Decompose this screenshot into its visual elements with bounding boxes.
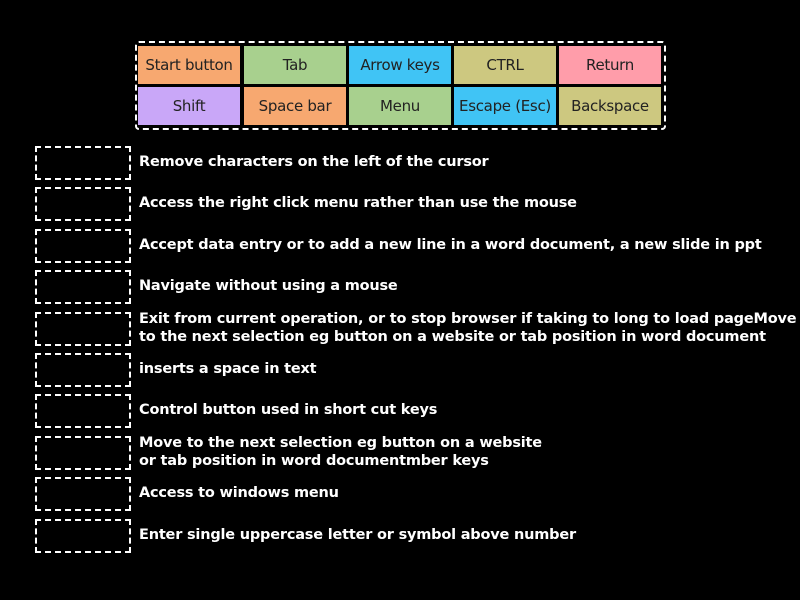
- answer-tile[interactable]: CTRL: [454, 46, 556, 84]
- answer-tile[interactable]: Backspace: [559, 87, 661, 125]
- drop-zone[interactable]: [35, 270, 131, 304]
- drop-zone[interactable]: [35, 229, 131, 263]
- drop-zone[interactable]: [35, 312, 131, 346]
- tile-tray: [135, 41, 666, 130]
- answer-tile[interactable]: Tab: [244, 46, 346, 84]
- answer-tile[interactable]: Menu: [349, 87, 451, 125]
- description-text: Navigate without using a mouse: [139, 278, 398, 294]
- description-text: Access to windows menu: [139, 485, 339, 501]
- answer-tile[interactable]: Start button: [138, 46, 240, 84]
- drop-zone[interactable]: [35, 394, 131, 428]
- answer-tile[interactable]: Shift: [138, 87, 240, 125]
- description-text: Enter single uppercase letter or symbol …: [139, 527, 576, 543]
- description-text: inserts a space in text: [139, 361, 317, 377]
- description-text: Access the right click menu rather than …: [139, 195, 577, 211]
- drop-zone[interactable]: [35, 436, 131, 470]
- answer-tile[interactable]: Escape (Esc): [454, 87, 556, 125]
- answer-tile[interactable]: Return: [559, 46, 661, 84]
- drop-zone[interactable]: [35, 519, 131, 553]
- description-text: Remove characters on the left of the cur…: [139, 154, 489, 170]
- drop-zone[interactable]: [35, 187, 131, 221]
- description-text: Accept data entry or to add a new line i…: [139, 237, 762, 253]
- answer-tile[interactable]: Space bar: [244, 87, 346, 125]
- description-text: Control button used in short cut keys: [139, 402, 438, 418]
- drop-zone[interactable]: [35, 477, 131, 511]
- description-text: Exit from current operation, or to stop …: [139, 311, 797, 345]
- answer-tile[interactable]: Arrow keys: [349, 46, 451, 84]
- drop-zone[interactable]: [35, 146, 131, 180]
- description-text: Move to the next selection eg button on …: [139, 435, 542, 469]
- drop-zone[interactable]: [35, 353, 131, 387]
